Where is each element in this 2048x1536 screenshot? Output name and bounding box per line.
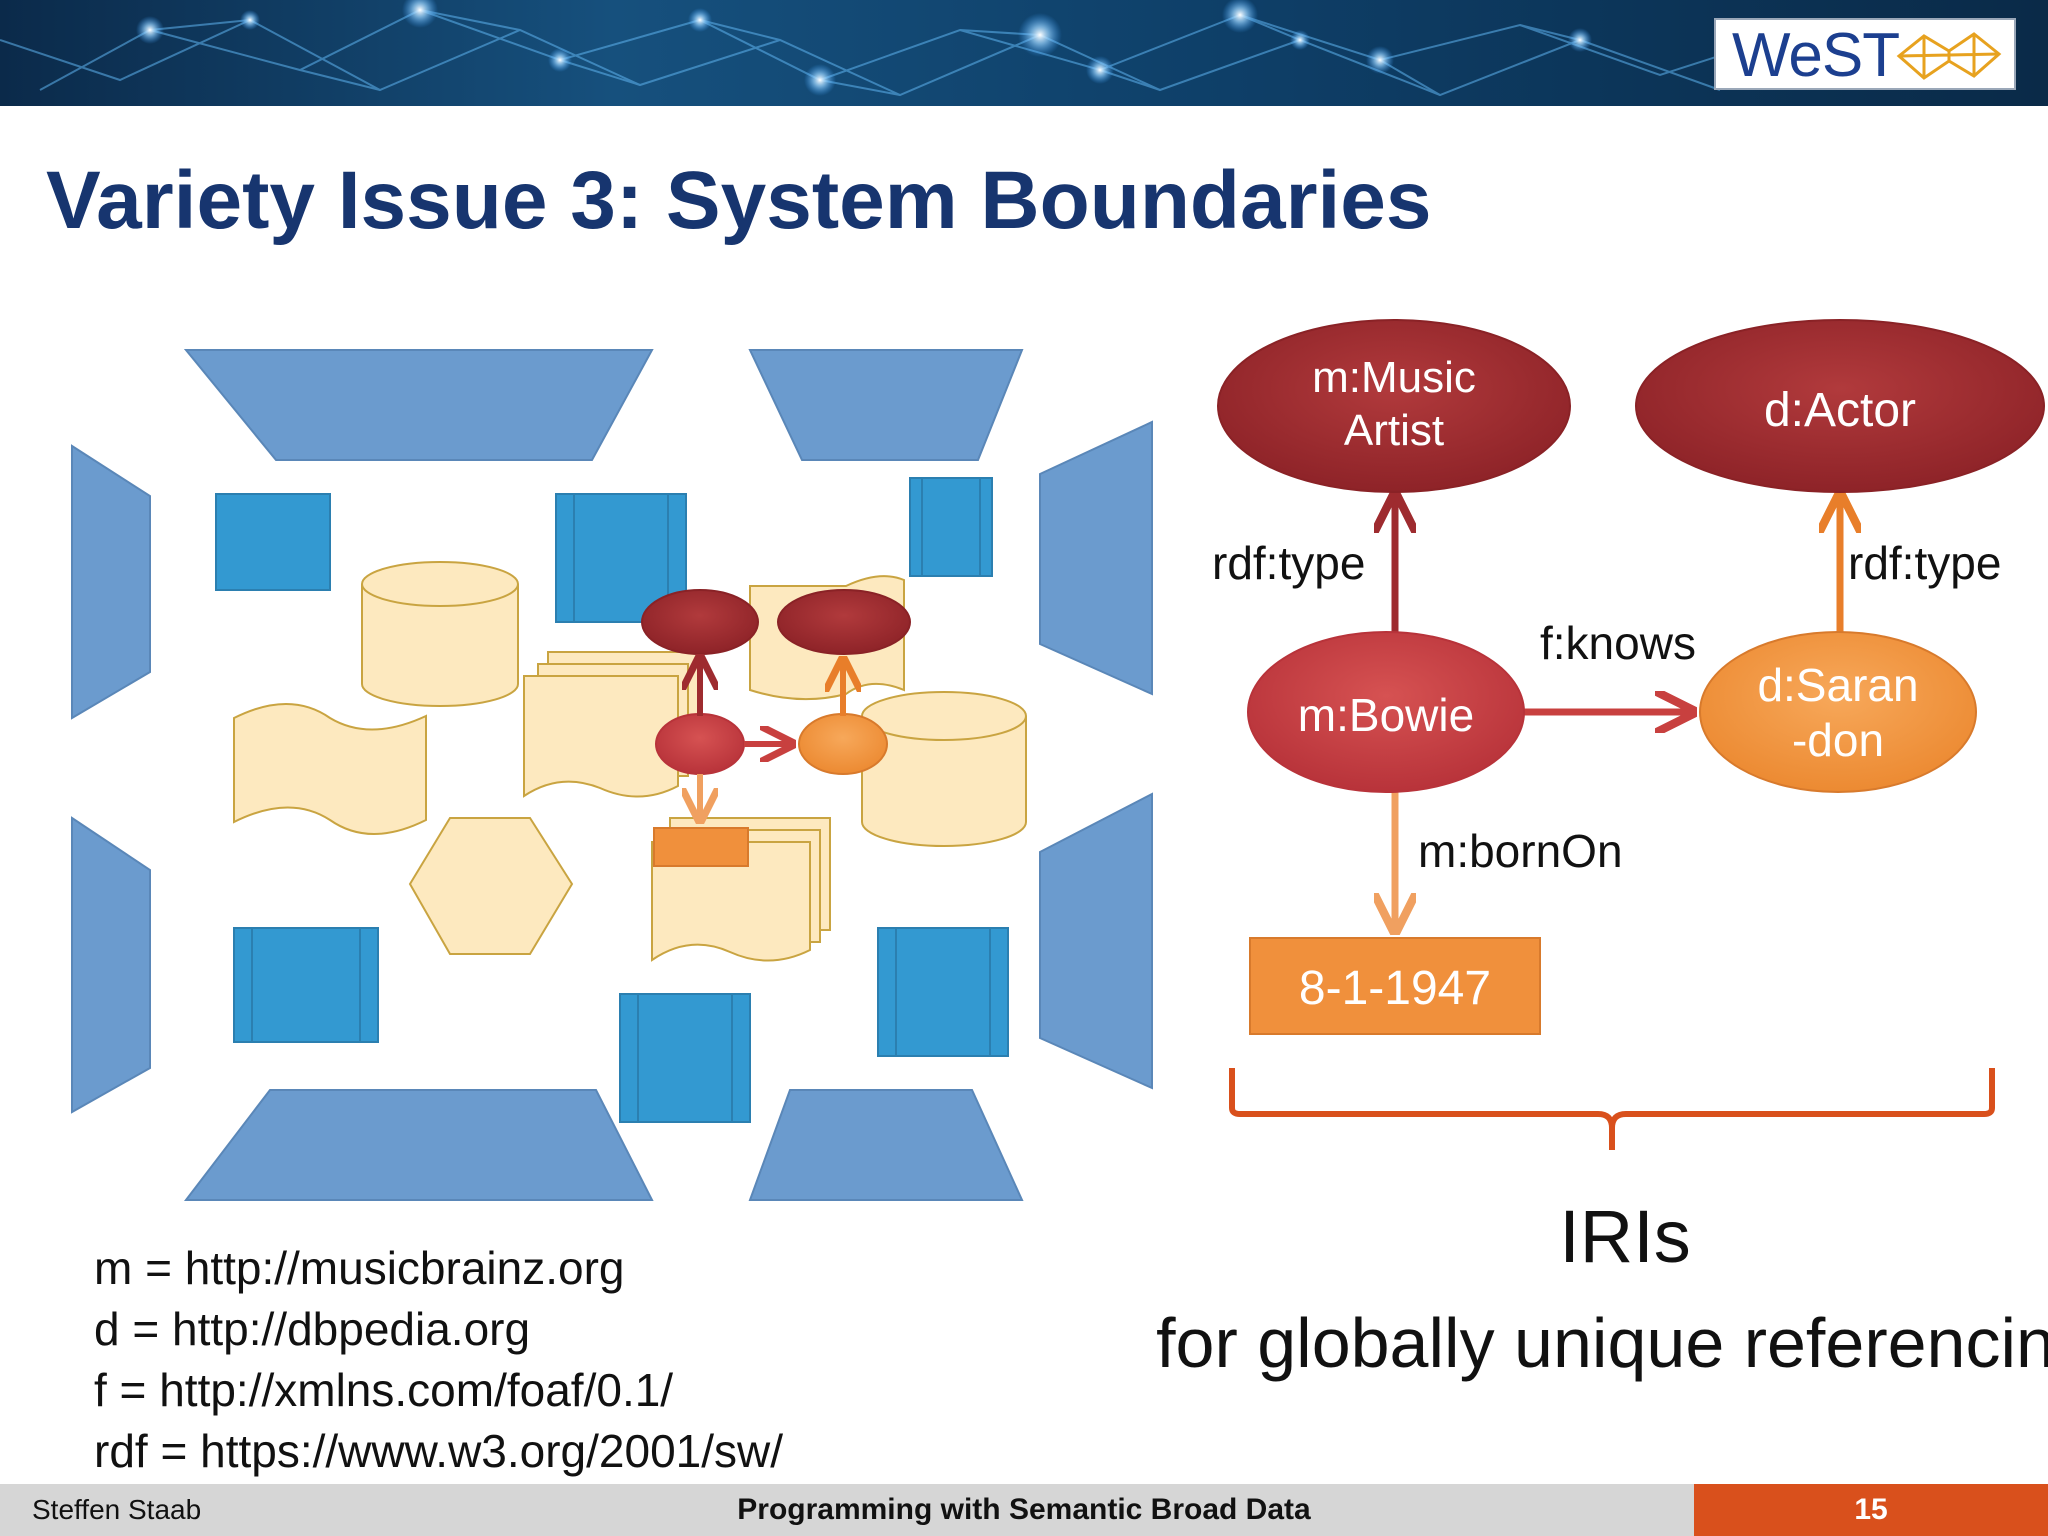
label-actor: d:Actor <box>1763 384 1917 437</box>
west-logo: WeST <box>1714 18 2016 90</box>
curly-brace <box>1229 1068 1995 1150</box>
panel-top-left <box>183 349 654 461</box>
page-number: 15 <box>1854 1493 1888 1526</box>
system-squares <box>215 477 1009 1123</box>
hexagon-source <box>408 817 574 955</box>
document-stack-2 <box>651 841 811 962</box>
label-music-artist: m:Music Artist <box>1312 353 1476 455</box>
label-edge-type-right: rdf:type <box>1848 537 2002 589</box>
node-music-artist <box>1217 319 1571 493</box>
iris-tagline: for globally unique referencing <box>1156 1304 2048 1382</box>
panel-top-right <box>748 349 1024 461</box>
label-edge-born-on: m:bornOn <box>1418 825 1623 877</box>
label-bowie: m:Bowie <box>1297 689 1475 741</box>
square-3 <box>909 477 993 577</box>
database-1 <box>361 584 519 707</box>
database-2 <box>861 716 1027 847</box>
prefix-f: f = http://xmlns.com/foaf/0.1/ <box>94 1364 674 1416</box>
footer-author: Steffen Staab <box>32 1494 202 1525</box>
header-banner: WeST <box>0 0 2048 106</box>
label-sarandon: d:Saran -don <box>1757 659 1919 767</box>
panel-left-upper <box>71 444 151 720</box>
square-6 <box>877 927 1009 1057</box>
logo-text: WeST <box>1732 21 1900 90</box>
prefix-d: d = http://dbpedia.org <box>94 1303 531 1355</box>
boundary-panels <box>71 349 1153 1201</box>
panel-bottom-right <box>748 1089 1024 1201</box>
panel-right-lower <box>1039 792 1153 1090</box>
panel-bottom-left <box>183 1089 654 1201</box>
node-sarandon <box>1699 631 1977 793</box>
node-bowie <box>1247 631 1525 793</box>
prefix-m: m = http://musicbrainz.org <box>94 1242 625 1294</box>
square-5 <box>619 993 751 1123</box>
prefix-rdf: rdf = https://www.w3.org/2001/sw/ <box>94 1425 784 1477</box>
panel-left-lower <box>71 816 151 1114</box>
iris-heading: IRIs <box>1559 1195 1691 1278</box>
logo-net-icon <box>1896 32 2002 80</box>
node-date-literal <box>1249 937 1541 1035</box>
prefix-list: m = http://musicbrainz.org d = http://db… <box>94 1238 783 1482</box>
slide-title: Variety Issue 3: System Boundaries <box>46 155 1432 246</box>
node-actor <box>1635 319 2045 493</box>
mini-graph <box>641 589 911 867</box>
page-number-box: 15 <box>1694 1484 2048 1536</box>
document-stack-1 <box>523 675 679 798</box>
label-date-literal: 8-1-1947 <box>1298 962 1492 1015</box>
footer-course: Programming with Semantic Broad Data <box>737 1493 1311 1526</box>
document-1 <box>233 703 427 835</box>
square-1 <box>215 493 331 591</box>
square-4 <box>233 927 379 1043</box>
slide-footer: Steffen Staab Programming with Semantic … <box>0 1484 2048 1536</box>
network-banner-image <box>0 0 2048 106</box>
label-edge-knows: f:knows <box>1540 617 1696 669</box>
rdf-graph <box>1217 319 2045 1035</box>
label-edge-type-left: rdf:type <box>1212 537 1366 589</box>
panel-right-upper <box>1039 420 1153 696</box>
